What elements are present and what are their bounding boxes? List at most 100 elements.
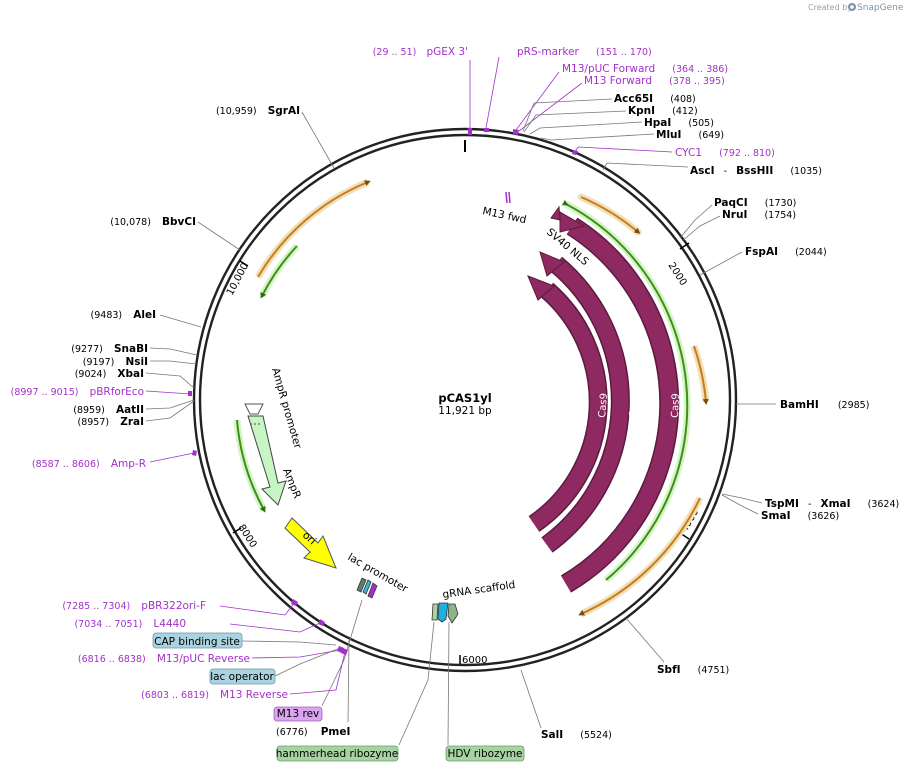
svg-text:PaqCI (1730): PaqCI (1730) <box>714 191 796 210</box>
primer-pgex3[interactable]: (29 .. 51) pGEX 3' <box>373 40 472 135</box>
sv40-nls-marker <box>550 205 561 221</box>
xmai-name: XmaI <box>821 498 851 510</box>
enzyme-sgrai[interactable]: (10,959) SgrAI <box>216 99 335 169</box>
sbfi-name: SbfI <box>657 664 681 676</box>
enzyme-tspmi-xmai[interactable]: TspMI - XmaI (3624) <box>721 492 899 511</box>
enzyme-alei[interactable]: (9483) AleI <box>91 303 202 328</box>
paqci-pos: (1730) <box>765 198 797 209</box>
primer-m13-reverse[interactable]: (6803 .. 6819) M13 Reverse <box>141 648 348 702</box>
grna-scaffold-marker <box>431 602 459 624</box>
enzyme-kpni[interactable]: KpnI (412) <box>523 99 698 133</box>
box-hammerhead-ribozyme[interactable]: hammerhead ribozyme <box>276 621 435 762</box>
enzyme-aatii[interactable]: (8959) AatII <box>73 398 195 417</box>
pmei-name: PmeI <box>321 726 351 738</box>
aatii-name: AatII <box>116 404 144 416</box>
box-hdv-ribozyme[interactable]: HDV ribozyme <box>445 621 525 762</box>
svg-text:NruI (1754): NruI (1754) <box>722 203 796 222</box>
acc65i-pos: (408) <box>670 94 696 105</box>
m13-fwd-inner-label: M13 fwd <box>481 205 527 226</box>
m13-puc-forward-name: M13/pUC Forward <box>562 63 655 75</box>
snapgene-brand: SnapGene <box>857 3 904 13</box>
bbvci-name: BbvCI <box>162 216 196 228</box>
acc65i-name: Acc65I <box>614 93 653 105</box>
primer-pbr322ori-f[interactable]: (7285 .. 7304) pBR322ori-F <box>62 594 298 616</box>
l4440-name: L4440 <box>153 618 186 630</box>
enzyme-fspai[interactable]: FspAI (2044) <box>699 240 827 276</box>
primer-m13-puc-forward[interactable]: M13/pUC Forward (364 .. 386) <box>513 57 728 135</box>
m13-rev-label: M13 rev <box>277 708 320 720</box>
primer-m13-puc-reverse[interactable]: (6816 .. 6838) M13/pUC Reverse <box>78 646 344 666</box>
snabi-pos: (9277) <box>71 344 103 355</box>
primer-amp-r[interactable]: (8587 .. 8606) Amp-R <box>32 450 197 471</box>
enzyme-pmei[interactable]: (6776) PmeI <box>276 639 351 739</box>
lac-promoter-marker <box>356 577 378 599</box>
cas9-label-middle: Cas9 <box>628 393 641 418</box>
feature-green-top-left <box>258 243 300 299</box>
pbrforeco-pos: (8997 .. 9015) <box>11 387 79 398</box>
svg-text:(8997 .. 9015) pBRforEco: (8997 .. 9015) pBRforEco <box>11 380 144 399</box>
primer-m13-forward[interactable]: M13 Forward (378 .. 395) <box>518 69 725 132</box>
tspmi-name: TspMI <box>765 498 799 510</box>
sbfi-pos: (4751) <box>698 665 730 676</box>
enzyme-xbai[interactable]: (9024) XbaI <box>75 362 195 389</box>
feature-orange-bottom-right <box>578 496 704 618</box>
enzyme-paqci[interactable]: PaqCI (1730) <box>679 191 796 239</box>
nsii-pos: (9197) <box>83 357 115 368</box>
pbrforeco-name: pBRforEco <box>90 386 144 398</box>
primer-prs-marker[interactable]: pRS-marker (151 .. 170) <box>484 40 652 132</box>
svg-text:(9483) AleI: (9483) AleI <box>91 303 156 322</box>
svg-text:KpnI (412): KpnI (412) <box>628 99 698 118</box>
feature-orange-top-right <box>577 193 642 236</box>
enzyme-nsii[interactable]: (9197) NsiI <box>83 350 197 369</box>
svg-text:BamHI (2985): BamHI (2985) <box>780 393 869 412</box>
pbr322ori-f-name: pBR322ori-F <box>141 600 206 612</box>
svg-text:(6816 .. 6838) M13/pUC R: (6816 .. 6838) M13/pUC Reverse <box>78 647 250 666</box>
m13-puc-reverse-name: M13/pUC Reverse <box>157 653 250 665</box>
m13-reverse-pos: (6803 .. 6819) <box>141 690 209 701</box>
cas9-arc-inner <box>527 275 608 532</box>
prs-marker-name: pRS-marker <box>517 46 580 58</box>
primer-l4440[interactable]: (7034 .. 7051) L4440 <box>74 612 325 633</box>
enzyme-bbvci[interactable]: (10,078) BbvCI <box>110 210 241 251</box>
asci-name: AscI <box>690 165 715 177</box>
nsii-name: NsiI <box>125 356 148 368</box>
snapgene-logo-icon <box>848 3 856 11</box>
svg-text:TspMI - XmaI: TspMI - XmaI (3624) <box>765 492 899 511</box>
svg-text:FspAI (2044): FspAI (2044) <box>745 240 827 259</box>
enzyme-hpai[interactable]: HpaI (505) <box>529 111 714 135</box>
l4440-pos: (7034 .. 7051) <box>74 619 142 630</box>
primer-pbrforeco[interactable]: (8997 .. 9015) pBRforEco <box>11 380 192 399</box>
pbr322ori-f-pos: (7285 .. 7304) <box>62 601 130 612</box>
cyc1-pos: (792 .. 810) <box>719 148 775 159</box>
plasmid-name: pCAS1yl <box>438 391 491 405</box>
m13-forward-name: M13 Forward <box>584 75 652 87</box>
enzyme-nrui[interactable]: NruI (1754) <box>681 203 796 242</box>
enzyme-zrai[interactable]: (8957) ZraI <box>78 400 195 429</box>
zrai-pos: (8957) <box>78 417 110 428</box>
box-cap-binding-site[interactable]: CAP binding site <box>152 632 337 649</box>
svg-text:M13/pUC Forward (364 ..: M13/pUC Forward (364 .. 386) <box>562 57 728 76</box>
sgrai-pos: (10,959) <box>216 106 257 117</box>
box-lac-operator[interactable]: lac operator <box>209 647 341 685</box>
enzyme-acc65i[interactable]: Acc65I (408) <box>522 87 696 132</box>
enzyme-smai[interactable]: SmaI (3626) <box>721 494 839 523</box>
enzyme-mlui[interactable]: MluI (649) <box>540 123 724 142</box>
asci-bsshii-pos: (1035) <box>790 166 822 177</box>
feature-orange-top-left <box>254 178 371 279</box>
enzyme-snabi[interactable]: (9277) SnaBI <box>71 337 198 356</box>
svg-text:HpaI (505): HpaI (505) <box>644 111 714 130</box>
enzyme-bamhi[interactable]: BamHI (2985) <box>736 393 869 412</box>
xbai-pos: (9024) <box>75 369 107 380</box>
svg-text:CYC1 (792 .. 810): CYC1 (792 .. 810) <box>675 141 775 160</box>
m13-forward-pos: (378 .. 395) <box>669 76 725 87</box>
pmei-pos: (6776) <box>276 727 308 738</box>
svg-text:(6803 .. 6819) M13 Rever: (6803 .. 6819) M13 Reverse <box>141 683 288 702</box>
hpai-name: HpaI <box>644 117 671 129</box>
svg-text:(8957) ZraI: (8957) ZraI <box>78 410 144 429</box>
enzyme-sali[interactable]: SalI (5524) <box>520 669 612 742</box>
primer-cyc1[interactable]: CYC1 (792 .. 810) <box>572 141 775 160</box>
enzyme-sbfi[interactable]: SbfI (4751) <box>625 617 730 677</box>
created-by-text: Created by <box>808 3 852 12</box>
enzyme-asci-bsshii[interactable]: AscI - BssHII (1035) <box>602 159 822 178</box>
